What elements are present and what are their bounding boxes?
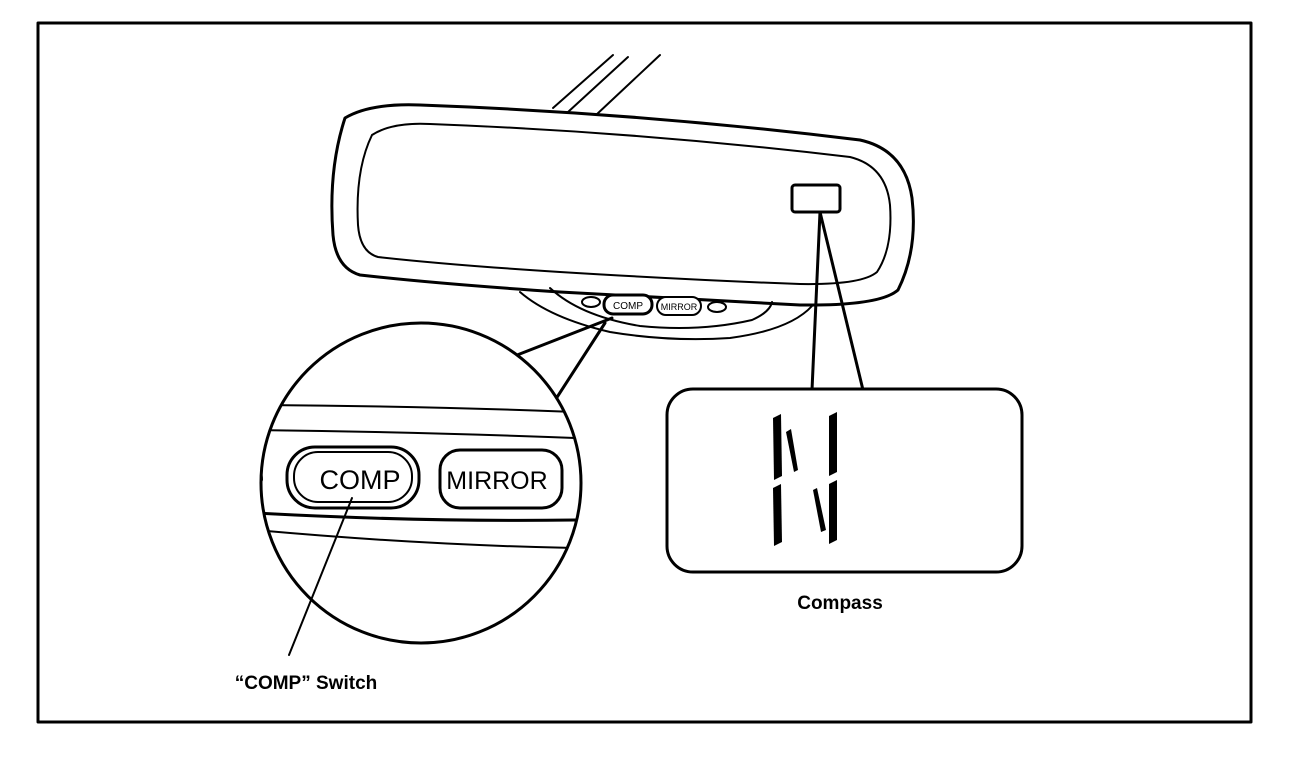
compass-heading-glyph: [773, 412, 837, 546]
mirror-button[interactable]: MIRROR: [438, 448, 564, 510]
small-mirror-label: MIRROR: [661, 302, 698, 312]
small-left-indicator-icon: [581, 296, 601, 308]
small-right-indicator-icon: [707, 301, 727, 313]
compass-caption: Compass: [797, 593, 883, 614]
mirror-button-label: MIRROR: [446, 467, 547, 495]
comp-button-label: COMP: [320, 465, 401, 495]
small-comp-button[interactable]: COMP: [602, 293, 654, 316]
zoom-inset: COMP MIRROR: [259, 321, 583, 645]
comp-button[interactable]: COMP: [285, 445, 421, 510]
zoom-connector: [510, 316, 614, 407]
compass-connector: [810, 210, 865, 392]
rearview-mirror: [330, 103, 915, 341]
small-comp-label: COMP: [613, 301, 643, 312]
mirror-button-strip: COMP MIRROR: [581, 293, 727, 316]
compass-display-window: [790, 183, 842, 214]
comp-switch-caption: “COMP” Switch: [235, 673, 378, 694]
compass-display: N: [665, 387, 1024, 574]
diagram-frame: [36, 21, 1253, 724]
comp-switch-leader: [288, 497, 353, 656]
small-mirror-button[interactable]: MIRROR: [656, 296, 702, 316]
mirror-mount-arm: [552, 54, 661, 116]
